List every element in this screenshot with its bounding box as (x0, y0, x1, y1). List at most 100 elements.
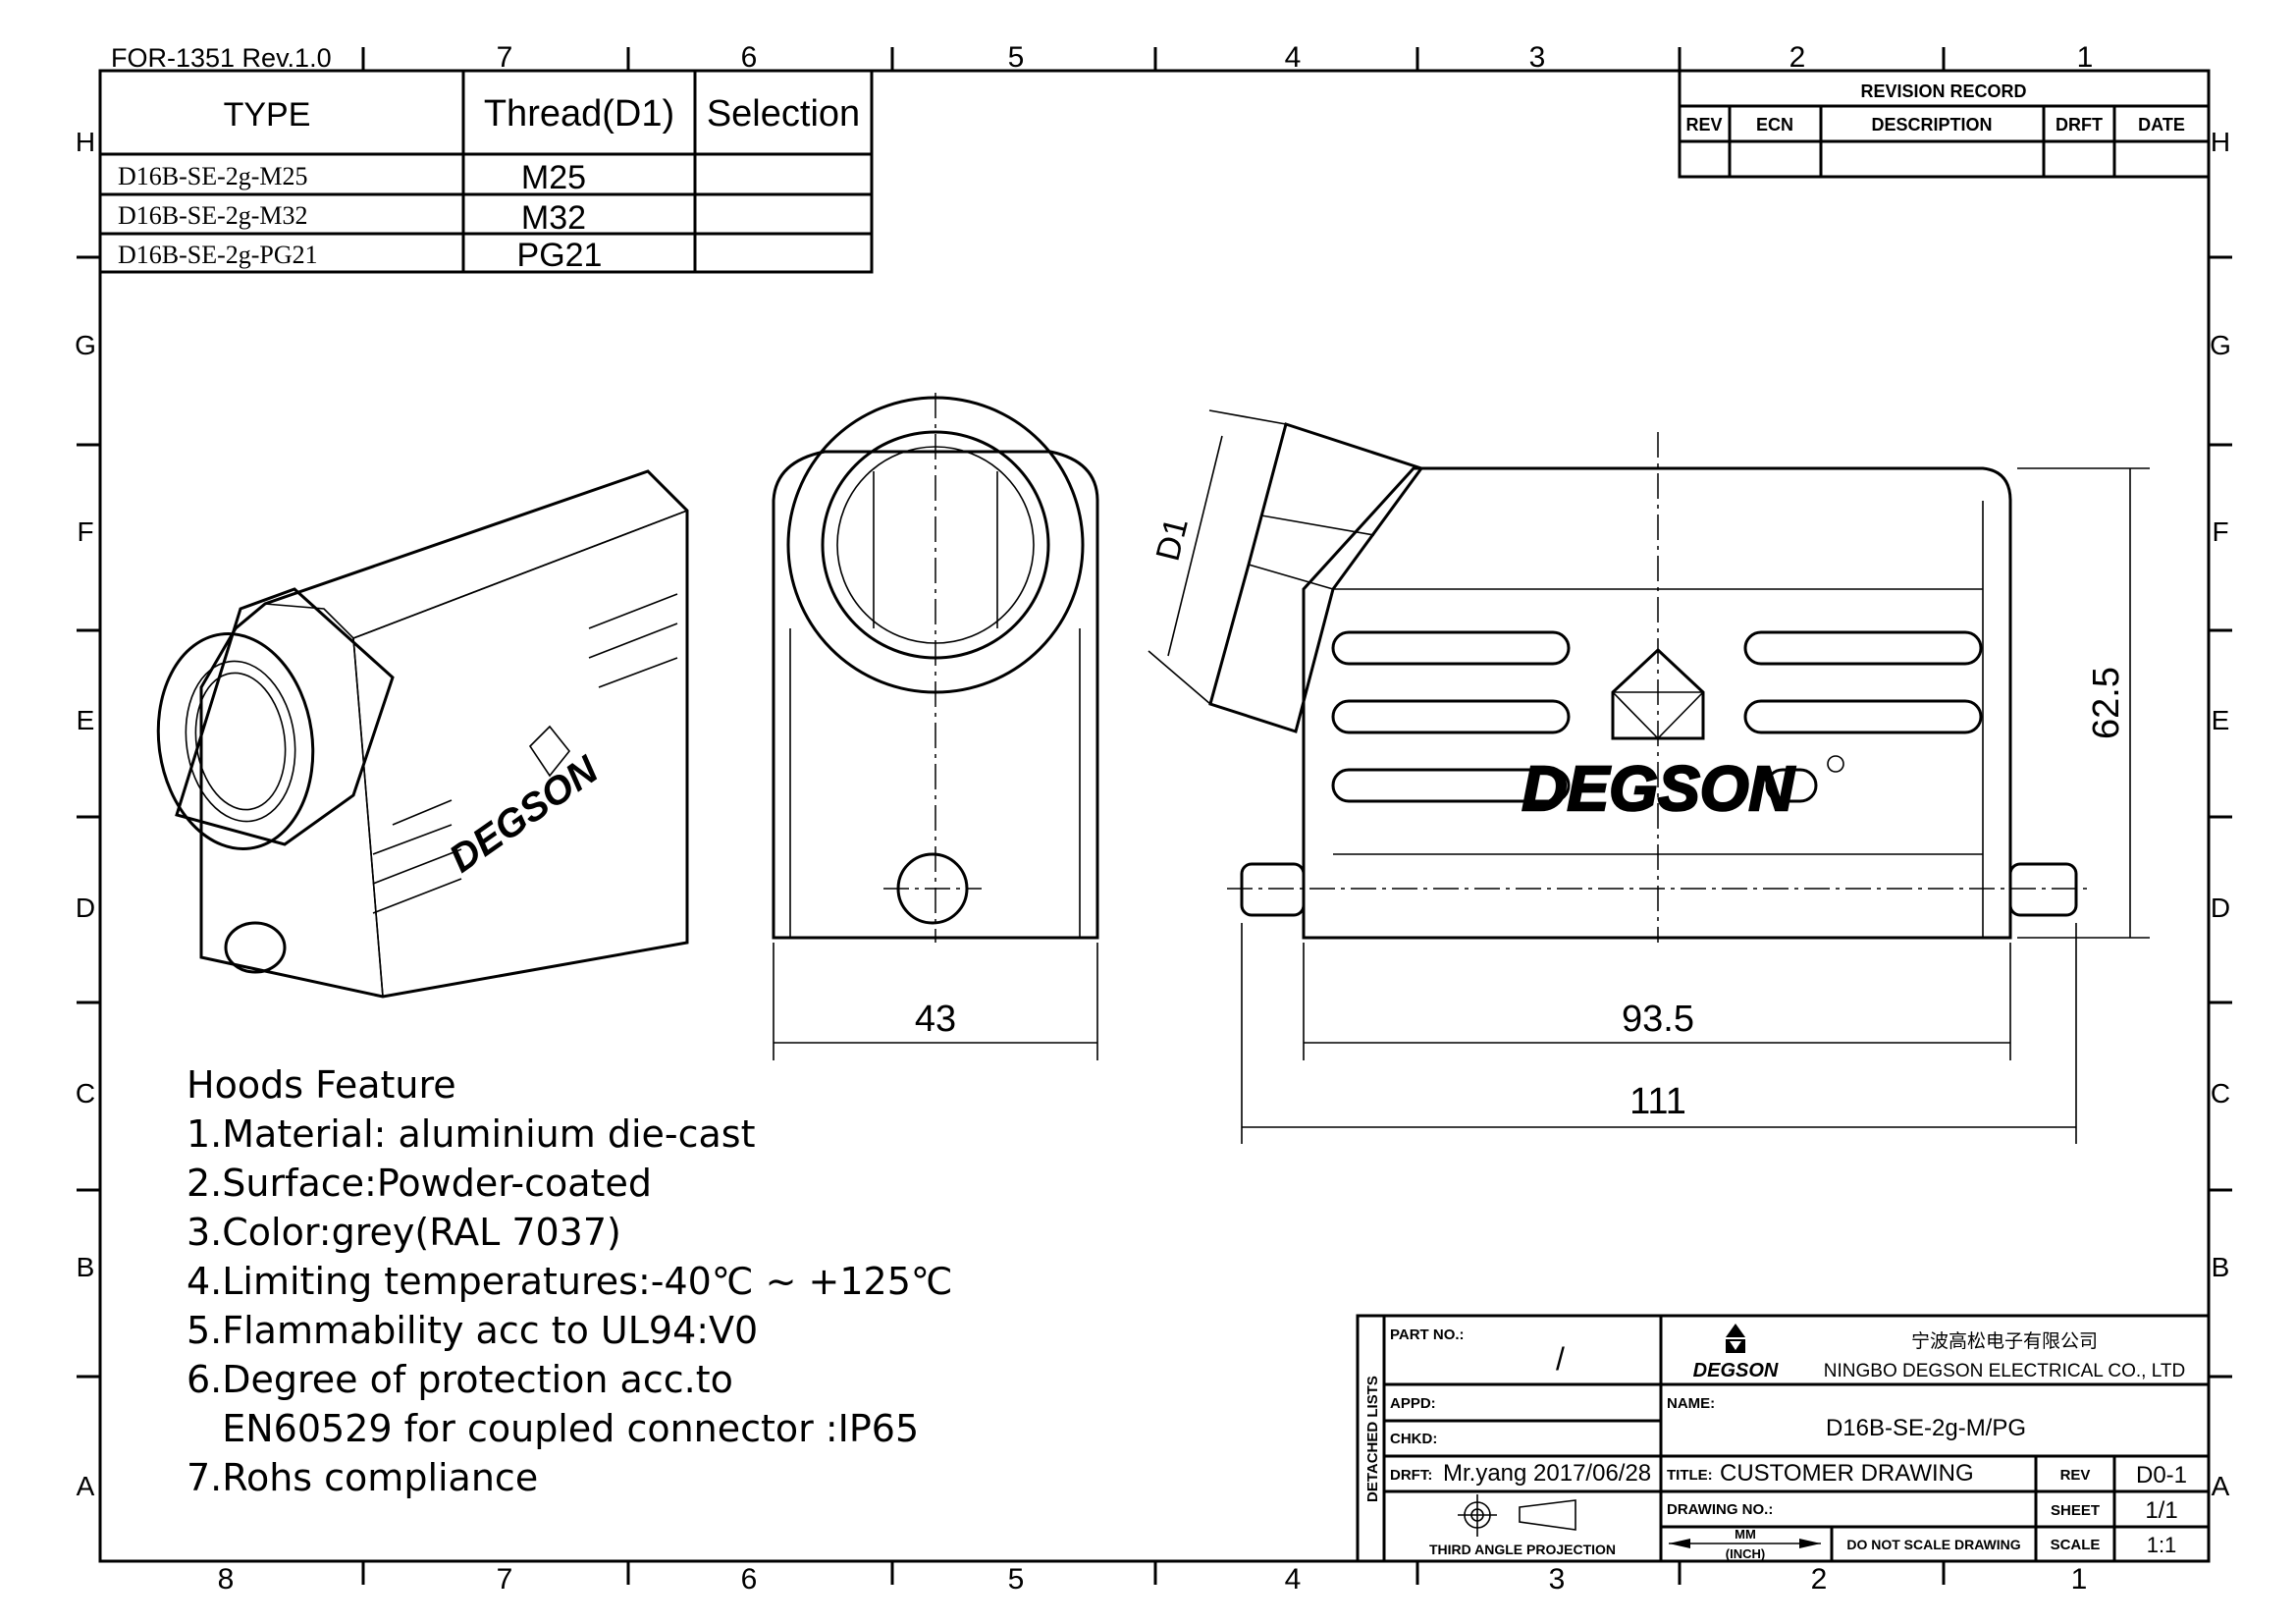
revision-record: REVISION RECORD REV ECN DESCRIPTION DRFT… (1678, 69, 2211, 179)
iso-logo: DEGSON (442, 747, 607, 881)
zone-row: A (77, 1471, 95, 1501)
zone-row: F (2212, 516, 2228, 547)
selection-header: Selection (707, 93, 860, 135)
sheet-value: 1/1 (2145, 1497, 2177, 1524)
zone-row: H (76, 127, 95, 157)
degson-logo: DEGSON (1693, 1324, 1779, 1381)
date-col-header: DATE (2138, 115, 2185, 135)
sheet-label: SHEET (2051, 1502, 2100, 1519)
type-cell: D16B-SE-2g-M32 (118, 201, 308, 230)
name-label: NAME: (1667, 1395, 1715, 1412)
type-table: TYPE Thread(D1) Selection D16B-SE-2g-M25… (98, 69, 874, 274)
zone-col: 5 (1008, 1563, 1025, 1596)
side-view: DEGSON 93.5 111 62.5 D1 (1148, 409, 2150, 1144)
zone-ticks (77, 47, 2232, 1585)
third-angle-projection-icon (1458, 1494, 1576, 1537)
unit-mm: MM (1735, 1527, 1756, 1542)
appd-label: APPD: (1390, 1395, 1436, 1412)
zone-col: 2 (1789, 41, 1806, 74)
zone-row: E (2212, 705, 2230, 735)
do-not-scale-note: DO NOT SCALE DRAWING (1846, 1537, 2020, 1552)
zone-row: A (2212, 1471, 2230, 1501)
rev-label: REV (2060, 1467, 2091, 1484)
zone-row: G (75, 330, 96, 360)
drawing-no-label: DRAWING NO.: (1667, 1501, 1773, 1518)
zone-col: 2 (1811, 1563, 1828, 1596)
zone-row: D (76, 893, 95, 923)
rib-slot (1743, 699, 1983, 734)
zone-col: 6 (741, 41, 758, 74)
scale-value: 1:1 (2147, 1533, 2177, 1557)
part-no-value: / (1556, 1341, 1565, 1377)
dim-front-width: 43 (915, 999, 956, 1040)
drft-value: Mr.yang 2017/06/28 (1443, 1460, 1651, 1487)
title-value: CUSTOMER DRAWING (1720, 1460, 1974, 1487)
rib-slot (1765, 768, 1818, 803)
revision-title: REVISION RECORD (1860, 81, 2026, 101)
note-item: 7.Rohs compliance (187, 1456, 539, 1499)
notes-title: Hoods Feature (187, 1063, 456, 1107)
drft-col-header: DRFT (2056, 115, 2103, 135)
rib-slot (1331, 699, 1571, 734)
zone-col: 7 (497, 1563, 513, 1596)
thread-cell: M25 (521, 159, 586, 196)
zone-col: 1 (2071, 1563, 2088, 1596)
zone-col: 3 (1529, 41, 1546, 74)
brand-logo-text: DEGSON (1693, 1360, 1779, 1381)
part-no-label: PART NO.: (1390, 1326, 1465, 1343)
projection-label: THIRD ANGLE PROJECTION (1429, 1542, 1616, 1557)
zone-col: 4 (1285, 41, 1302, 74)
dim-overall-length: 111 (1629, 1081, 1686, 1122)
rib-slot (1331, 630, 1571, 666)
thread-cell: PG21 (517, 237, 603, 274)
company-name-en: NINGBO DEGSON ELECTRICAL CO., LTD (1824, 1361, 2185, 1381)
note-item: 2.Surface:Powder-coated (187, 1162, 652, 1205)
company-name-cn: 宁波高松电子有限公司 (1911, 1330, 2098, 1352)
rev-value: D0-1 (2136, 1462, 2187, 1489)
note-item: 4.Limiting temperatures:-40℃ ~ +125℃ (187, 1260, 953, 1303)
title-block: DETACHED LISTS PART NO.: / APPD: CHKD: D… (1356, 1314, 2211, 1563)
type-cell: D16B-SE-2g-PG21 (118, 241, 318, 269)
title-label: TITLE: (1667, 1467, 1713, 1484)
zone-row: B (77, 1252, 95, 1282)
side-logo: DEGSON (1522, 753, 1795, 824)
chkd-label: CHKD: (1390, 1431, 1437, 1447)
zone-row: B (2212, 1252, 2230, 1282)
zone-row: C (2211, 1078, 2230, 1109)
thread-cell: M32 (521, 199, 586, 237)
rev-col-header: REV (1685, 115, 1722, 135)
zone-col: 5 (1008, 41, 1025, 74)
dim-body-length: 93.5 (1622, 999, 1694, 1040)
zone-col: 3 (1549, 1563, 1566, 1596)
dim-thread: D1 (1149, 514, 1196, 565)
unit-inch: (INCH) (1726, 1546, 1765, 1561)
ecn-col-header: ECN (1756, 115, 1793, 135)
drft-label: DRFT: (1390, 1467, 1432, 1484)
scale-label: SCALE (2051, 1537, 2101, 1553)
description-col-header: DESCRIPTION (1871, 115, 1992, 135)
name-value: D16B-SE-2g-M/PG (1826, 1415, 2026, 1441)
note-item: 5.Flammability acc to UL94:V0 (187, 1309, 759, 1352)
rib-slot (1743, 630, 1983, 666)
form-id: FOR-1351 Rev.1.0 (111, 43, 332, 73)
thread-header: Thread(D1) (484, 93, 674, 135)
rib-slot (1331, 768, 1571, 803)
zone-row: H (2211, 127, 2230, 157)
note-item: 6.Degree of protection acc.to (187, 1358, 733, 1401)
type-header: TYPE (224, 96, 311, 134)
zone-col: 1 (2077, 41, 2094, 74)
detached-lists: DETACHED LISTS (1364, 1376, 1381, 1502)
zone-row: G (2210, 330, 2231, 360)
zone-row: F (77, 516, 93, 547)
zone-col: 4 (1285, 1563, 1302, 1596)
front-view: 43 (772, 393, 1099, 1060)
isometric-view: DEGSON (156, 469, 689, 999)
zone-row: E (77, 705, 95, 735)
type-cell: D16B-SE-2g-M25 (118, 162, 308, 190)
zone-col: 7 (497, 41, 513, 74)
zone-row: D (2211, 893, 2230, 923)
zone-row: C (76, 1078, 95, 1109)
note-item: 3.Color:grey(RAL 7037) (187, 1211, 621, 1254)
